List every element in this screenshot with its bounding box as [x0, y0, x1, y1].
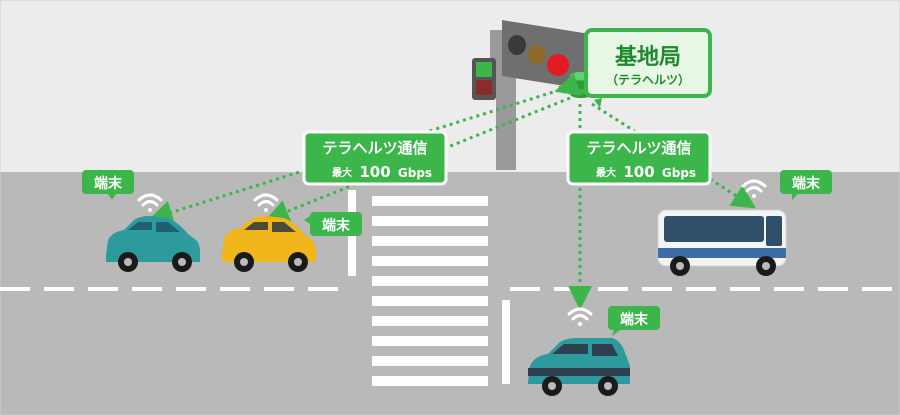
terminal-label-yellow-car: 端末: [304, 212, 362, 236]
link-speed-prefix-right: 最大: [596, 166, 616, 179]
svg-text:端末: 端末: [620, 311, 649, 328]
wifi-icon: [567, 307, 593, 326]
link-speed-prefix-left: 最大: [332, 166, 352, 179]
link-speed-unit-right: Gbps: [662, 166, 696, 180]
wifi-icon: [137, 193, 163, 212]
teal-car: [106, 216, 200, 272]
arrow-up-right: [594, 98, 602, 108]
terminal-label-van: 端末: [608, 306, 660, 336]
wifi-icon: [741, 179, 767, 198]
van: [528, 338, 630, 396]
arrow-up-left: [558, 86, 568, 94]
link-title-left: テラヘルツ通信: [322, 139, 427, 157]
wifi-icon: [253, 193, 279, 212]
signal-light-red-on: [547, 54, 569, 76]
link-title-right: テラヘルツ通信: [586, 139, 691, 157]
base-station-label: 基地局 （テラヘルツ）: [584, 28, 712, 98]
stop-line-right: [502, 300, 510, 384]
base-station-subtitle: （テラヘルツ）: [606, 72, 690, 87]
pedestrian-walk-icon: [476, 62, 492, 77]
link-speed-value-left: 100: [359, 163, 390, 181]
terminal-label-teal-car: 端末: [82, 170, 134, 200]
link-label-left: テラヘルツ通信 最大 100 Gbps: [302, 130, 448, 186]
link-label-right: テラヘルツ通信 最大 100 Gbps: [566, 130, 712, 186]
signal-light-yellow-off: [528, 45, 546, 65]
yellow-car: [222, 216, 316, 272]
svg-text:端末: 端末: [322, 217, 351, 234]
signal-light-green-off: [508, 35, 526, 55]
svg-text:端末: 端末: [94, 175, 123, 192]
terminal-label-bus: 端末: [780, 170, 832, 200]
sky-background: [0, 0, 900, 172]
svg-text:端末: 端末: [792, 175, 821, 192]
traffic-signal: [472, 20, 590, 170]
pedestrian-stop-icon: [476, 80, 492, 95]
link-arrow-heads: [558, 86, 602, 108]
base-station-title: 基地局: [615, 45, 681, 70]
link-speed-unit-left: Gbps: [398, 166, 432, 180]
bus: [657, 209, 787, 276]
link-speed-value-right: 100: [623, 163, 654, 181]
crosswalk: [372, 196, 488, 386]
